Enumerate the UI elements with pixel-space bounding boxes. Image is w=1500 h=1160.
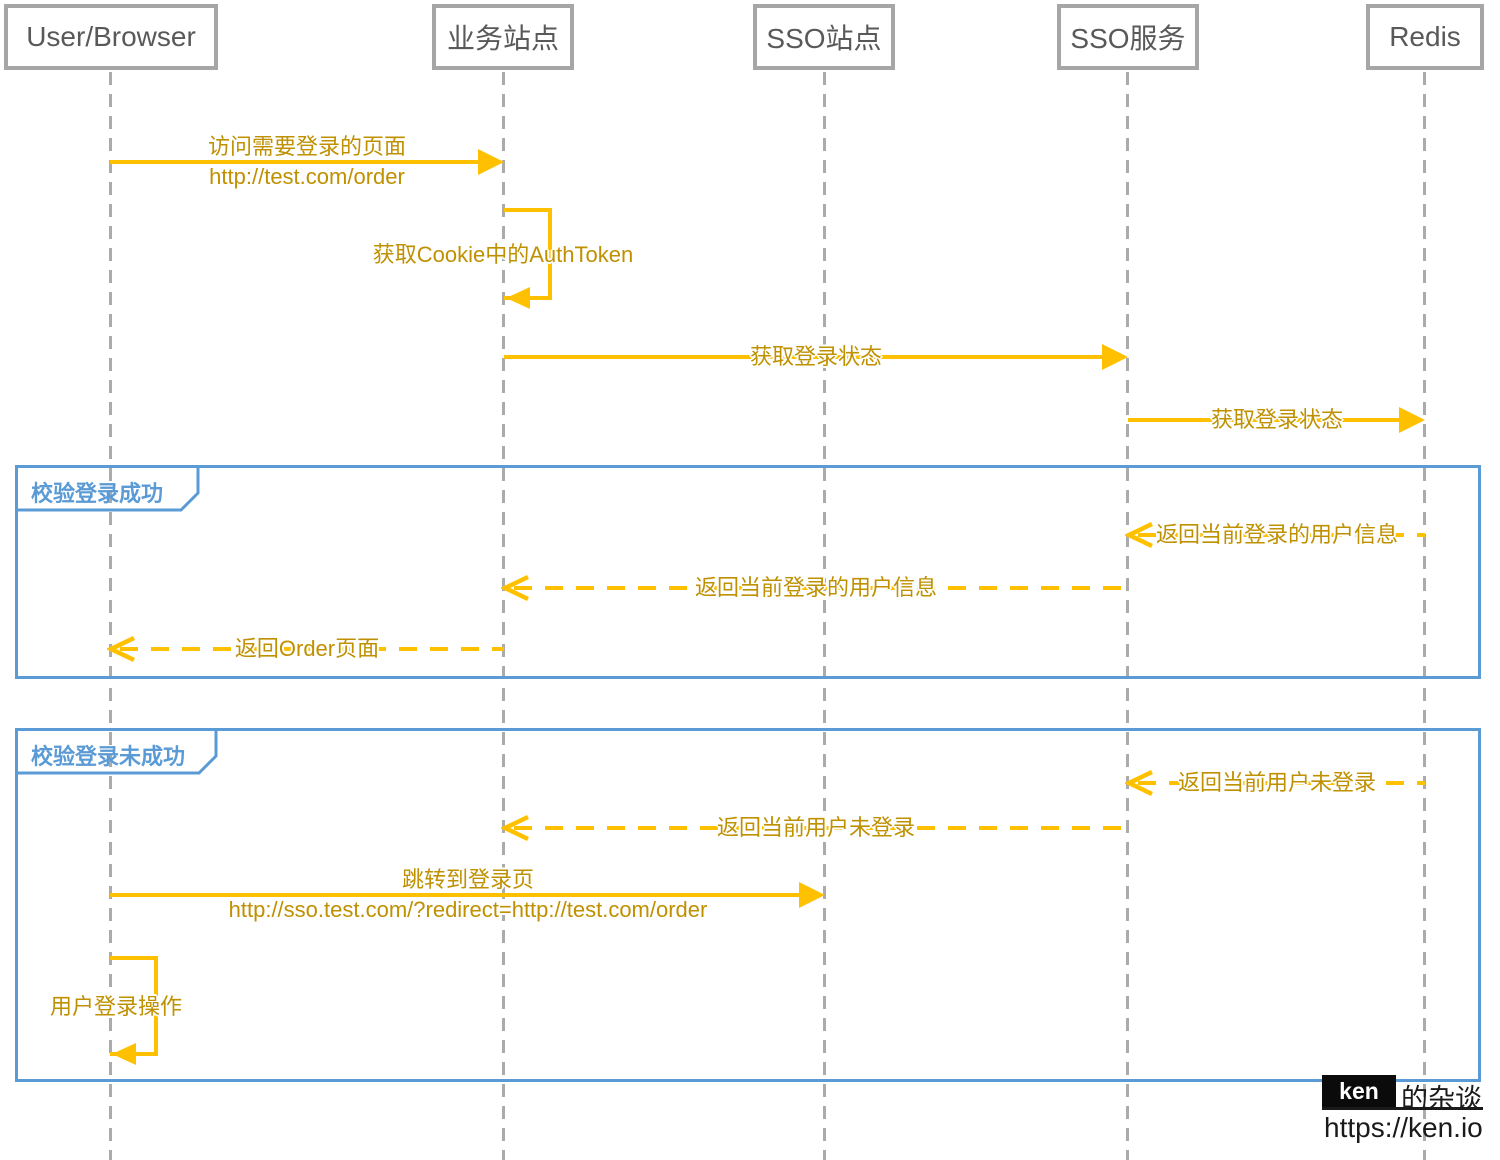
- message-line-return-order: [120, 647, 504, 651]
- arrowhead-open-left-icon: [1125, 769, 1153, 797]
- message-label-get-status-1: 获取登录状态: [749, 344, 883, 369]
- participant-sso-service: SSO服务: [1057, 4, 1199, 70]
- message-label-get-status-2: 获取登录状态: [1210, 407, 1344, 432]
- participant-user-browser: User/Browser: [4, 4, 218, 70]
- participant-redis-label: Redis: [1389, 21, 1461, 52]
- message-line-return-userinfo-2: [514, 586, 1128, 590]
- message-label-visit-page-line1: 访问需要登录的页面: [207, 134, 407, 159]
- message-label-return-userinfo-2: 返回当前登录的用户信息: [694, 575, 938, 600]
- participant-user-browser-label: User/Browser: [26, 21, 196, 52]
- lifeline-business-site: [502, 72, 505, 1160]
- frame-login-fail-label: 校验登录未成功: [31, 744, 186, 769]
- arrowhead-open-left-icon: [107, 635, 135, 663]
- footer-brand-text: ken: [1339, 1077, 1379, 1104]
- footer-brand-suffix: 的杂谈: [1401, 1084, 1482, 1114]
- message-label-user-login: 用户登录操作: [49, 994, 183, 1019]
- message-label-return-userinfo-1: 返回当前登录的用户信息: [1155, 522, 1399, 547]
- arrowhead-right-icon: [1102, 344, 1128, 370]
- participant-business-site-label: 业务站点: [446, 23, 559, 54]
- lifeline-redis: [1423, 72, 1426, 1160]
- message-line-get-status-1: [504, 355, 1102, 359]
- message-label-redirect-line2: http://sso.test.com/?redirect=http://tes…: [228, 897, 708, 922]
- frame-login-fail: 校验登录未成功: [15, 728, 1481, 1082]
- message-line-return-userinfo-1: [1138, 533, 1425, 537]
- footer-underline: [1322, 1107, 1483, 1110]
- arrowhead-left-icon: [506, 287, 530, 309]
- arrowhead-right-icon: [799, 882, 825, 908]
- message-label-redirect: 跳转到登录页 http://sso.test.com/?redirect=htt…: [229, 865, 708, 925]
- message-line-not-login-1: [1138, 781, 1425, 785]
- arrowhead-right-icon: [1399, 407, 1425, 433]
- message-label-get-cookie: 获取Cookie中的AuthToken: [372, 242, 634, 267]
- lifeline-sso-service: [1126, 72, 1129, 1160]
- message-label-not-login-1: 返回当前用户未登录: [1177, 770, 1377, 795]
- lifeline-sso-site: [823, 72, 826, 1160]
- message-label-not-login-2: 返回当前用户未登录: [716, 815, 916, 840]
- footer-brand-badge: ken: [1322, 1075, 1396, 1107]
- message-label-visit-page-line2: http://test.com/order: [209, 164, 405, 189]
- message-line-redirect: [110, 893, 803, 897]
- message-label-visit-page: 访问需要登录的页面 http://test.com/order: [208, 132, 406, 192]
- participant-sso-site-label: SSO站点: [766, 23, 882, 54]
- frame-login-success-label: 校验登录成功: [31, 481, 164, 506]
- frame-label-pentagon-icon: [15, 465, 200, 512]
- participant-sso-site: SSO站点: [753, 4, 895, 70]
- message-label-return-order: 返回Order页面: [234, 636, 380, 661]
- arrowhead-open-left-icon: [1125, 521, 1153, 549]
- message-line-get-status-2: [1128, 418, 1399, 422]
- participant-sso-service-label: SSO服务: [1070, 23, 1186, 54]
- participant-redis: Redis: [1366, 4, 1484, 70]
- message-label-redirect-line1: 跳转到登录页: [401, 867, 534, 892]
- arrowhead-open-left-icon: [501, 574, 529, 602]
- footer-url: https://ken.io: [1324, 1112, 1483, 1143]
- frame-label-pentagon-icon: [15, 728, 218, 775]
- message-line-not-login-2: [514, 826, 1128, 830]
- arrowhead-left-icon: [112, 1043, 136, 1065]
- arrowhead-right-icon: [478, 149, 504, 175]
- arrowhead-open-left-icon: [501, 814, 529, 842]
- message-line-visit-page: [110, 160, 482, 164]
- participant-business-site: 业务站点: [432, 4, 574, 70]
- frame-login-success: 校验登录成功: [15, 465, 1481, 679]
- lifeline-user-browser: [109, 72, 112, 1160]
